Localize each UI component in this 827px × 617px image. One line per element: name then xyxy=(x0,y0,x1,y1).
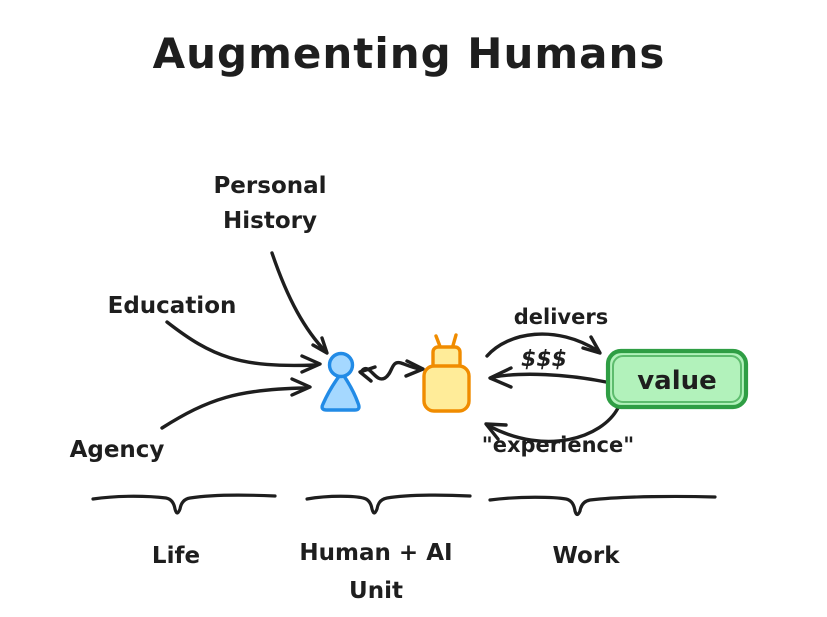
group-label-human-ai-unit: Human + AI Unit xyxy=(299,540,452,604)
input-label-agency: Agency xyxy=(70,437,165,463)
arrow-head-left xyxy=(358,365,377,383)
diagram-title: Augmenting Humans xyxy=(153,29,666,78)
arrow-line xyxy=(359,360,422,381)
robot-body xyxy=(422,364,471,413)
robot-icon xyxy=(422,333,471,413)
arrow-line xyxy=(487,406,620,444)
work-brace xyxy=(488,494,717,517)
arrow-head xyxy=(488,366,513,389)
arrow-head-right xyxy=(404,359,425,378)
human-head xyxy=(327,351,355,379)
value-node: value xyxy=(605,348,749,410)
group-label-life: Life xyxy=(152,543,200,569)
arrow-head xyxy=(311,336,329,355)
group-label-work: Work xyxy=(553,543,621,569)
human-ai-line1: Human + AI xyxy=(299,540,452,566)
delivers-arrow xyxy=(485,332,602,358)
arrow-line xyxy=(485,332,600,358)
arrow-head xyxy=(290,377,312,397)
money-arrow xyxy=(488,366,608,389)
personal-history-arrow xyxy=(270,251,329,355)
human-body xyxy=(320,373,361,412)
input-label-personal-history: Personal History xyxy=(213,173,326,234)
arrow-line xyxy=(270,251,328,354)
exchange-arrow xyxy=(358,359,425,383)
agency-arrow xyxy=(160,377,312,430)
personal-history-line2: History xyxy=(223,208,317,234)
personal-history-line1: Personal xyxy=(213,173,326,199)
human-icon xyxy=(320,351,361,412)
human-ai-unit-brace xyxy=(305,493,472,515)
arrow-line xyxy=(492,372,608,384)
input-label-education: Education xyxy=(108,293,237,319)
human-ai-line2: Unit xyxy=(349,578,403,604)
arrow-line xyxy=(165,320,318,368)
value-box-inner-stroke xyxy=(612,355,742,403)
arrow-head xyxy=(484,422,508,441)
money-label: $$$ xyxy=(521,347,567,372)
arrow-head xyxy=(581,335,602,355)
experience-arrow xyxy=(484,406,620,444)
arrow-head xyxy=(300,354,322,374)
value-label: value xyxy=(637,366,717,396)
value-box xyxy=(605,348,749,410)
arrow-line xyxy=(160,386,308,430)
experience-label: "experience" xyxy=(482,433,634,457)
delivers-label: delivers xyxy=(514,305,608,329)
life-brace xyxy=(91,493,277,515)
education-arrow xyxy=(165,320,322,374)
